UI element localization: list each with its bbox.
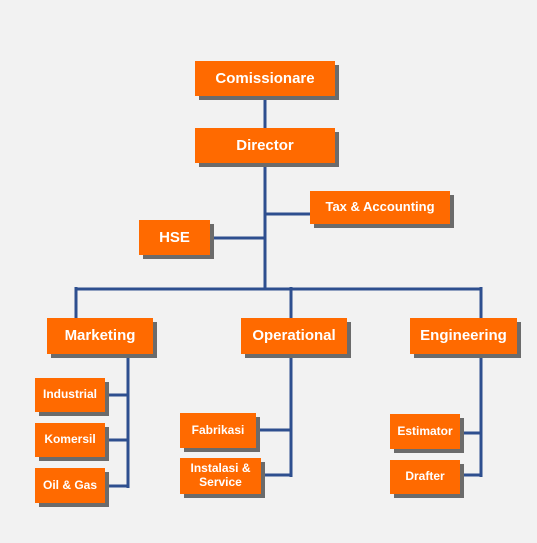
engineering-box: Engineering: [410, 318, 517, 354]
hse-box: HSE: [139, 220, 210, 255]
director-box: Director: [195, 128, 335, 163]
estimator-box: Estimator: [390, 414, 460, 449]
industrial-box: Industrial: [35, 378, 105, 412]
operational-box: Operational: [241, 318, 347, 354]
instalasi-service-box: Instalasi & Service: [180, 458, 261, 494]
oil-gas-box: Oil & Gas: [35, 468, 105, 503]
comissionare-box: Comissionare: [195, 61, 335, 96]
marketing-box: Marketing: [47, 318, 153, 354]
tax-accounting-box: Tax & Accounting: [310, 191, 450, 224]
komersil-box: Komersil: [35, 423, 105, 457]
drafter-box: Drafter: [390, 460, 460, 494]
fabrikasi-box: Fabrikasi: [180, 413, 256, 448]
